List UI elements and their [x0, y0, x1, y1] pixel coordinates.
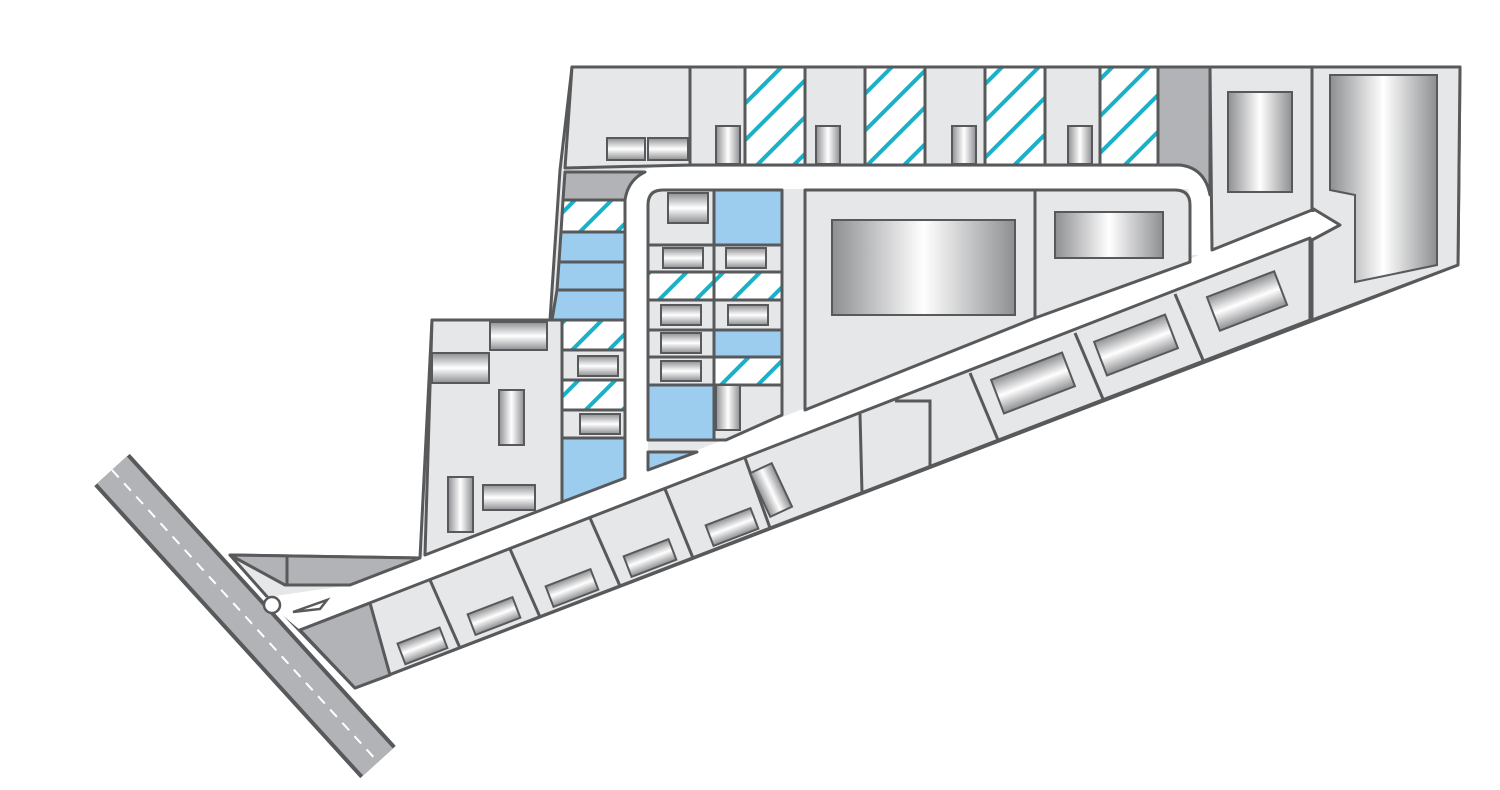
highway-centerline	[111, 469, 379, 763]
building	[951, 125, 977, 165]
lot-available[interactable]	[646, 450, 699, 472]
building	[482, 484, 536, 511]
lot-reserved[interactable]	[559, 198, 627, 234]
middle-block-lots	[646, 188, 784, 472]
top-row-lots	[563, 65, 1462, 322]
building	[727, 304, 769, 326]
lot-reserved[interactable]	[1098, 65, 1160, 167]
building	[1227, 91, 1293, 193]
building	[660, 304, 702, 326]
west-parcel	[228, 318, 564, 587]
building	[1067, 125, 1093, 165]
building	[622, 537, 678, 579]
roundabout-marker	[262, 595, 282, 615]
building	[725, 247, 767, 269]
main-road	[262, 212, 1310, 630]
building	[466, 595, 522, 637]
lot-available[interactable]	[646, 383, 716, 442]
lot-available[interactable]	[550, 288, 627, 322]
lot-available[interactable]	[555, 260, 627, 292]
lot-sold[interactable]	[298, 601, 392, 690]
south-strip-lots	[298, 236, 1312, 690]
building	[489, 321, 548, 351]
central-block-lots	[803, 188, 1192, 412]
building	[660, 332, 702, 354]
building	[647, 137, 689, 161]
building	[662, 247, 704, 269]
highway	[94, 453, 396, 779]
building	[660, 360, 702, 382]
building	[447, 476, 474, 533]
building	[815, 125, 841, 165]
lot-reserved[interactable]	[712, 270, 784, 302]
building	[544, 567, 600, 609]
lot-reserved[interactable]	[560, 378, 627, 412]
lot-reserved[interactable]	[712, 355, 784, 387]
building	[704, 506, 760, 548]
building	[396, 626, 449, 666]
building	[606, 137, 646, 161]
building	[715, 125, 741, 165]
lot-available[interactable]	[712, 188, 784, 247]
building	[748, 461, 794, 519]
building	[715, 384, 741, 431]
building	[989, 351, 1077, 415]
lot-reserved[interactable]	[743, 65, 807, 167]
building	[1054, 211, 1164, 259]
building	[831, 219, 1016, 316]
building	[1205, 270, 1289, 332]
lot-reserved[interactable]	[560, 318, 627, 352]
lot-sold[interactable]	[228, 553, 422, 587]
building	[1329, 74, 1438, 284]
lot-reserved[interactable]	[863, 65, 927, 167]
lot-available[interactable]	[557, 230, 627, 264]
building	[498, 389, 525, 446]
loop-road	[626, 167, 1211, 480]
lot-available[interactable]	[712, 328, 784, 359]
traffic-island	[292, 597, 331, 614]
lot-reserved[interactable]	[983, 65, 1047, 167]
building	[431, 352, 490, 384]
lot-reserved[interactable]	[646, 270, 716, 302]
building	[579, 413, 621, 435]
building	[667, 192, 709, 224]
building	[1092, 313, 1180, 377]
building	[577, 355, 619, 377]
